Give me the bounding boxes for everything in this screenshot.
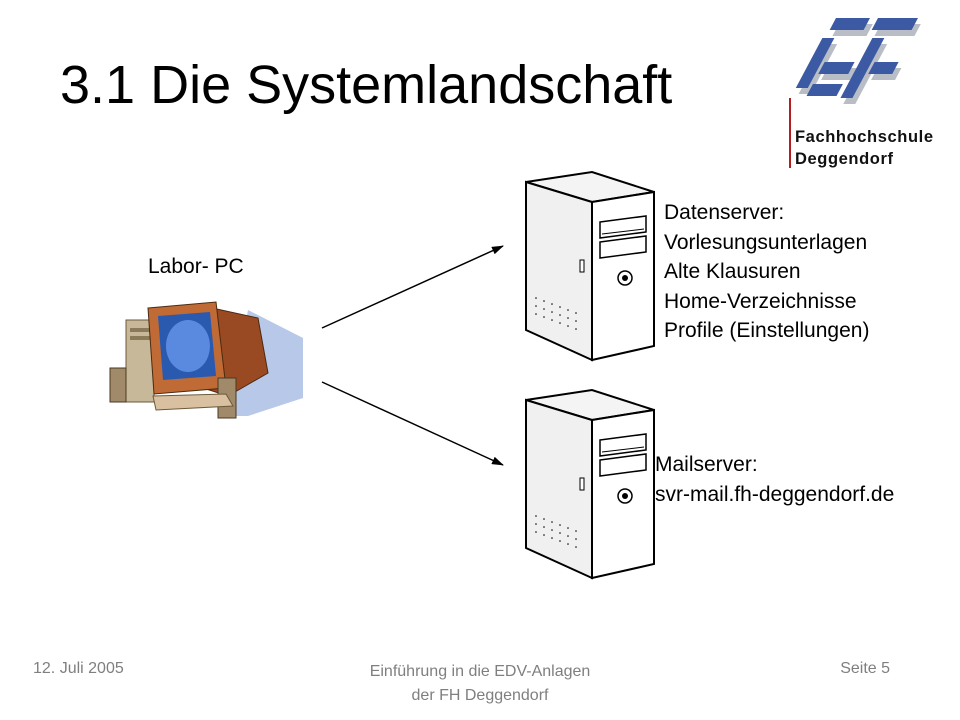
- datenserver-description: Datenserver: Vorlesungsunterlagen Alte K…: [664, 198, 869, 346]
- client-label: Labor- PC: [148, 255, 244, 278]
- datenserver-line: Vorlesungsunterlagen: [664, 230, 868, 254]
- footer-page-number: Seite 5: [840, 660, 890, 677]
- mailserver-line: svr-mail.fh-deggendorf.de: [655, 482, 895, 506]
- footer-course-line-2: der FH Deggendorf: [411, 687, 549, 704]
- footer-course-line-1: Einführung in die EDV-Anlagen: [369, 663, 591, 680]
- server-tower-icon: [525, 170, 655, 362]
- server-tower-icon: [525, 388, 655, 580]
- fhd-logo-icon: [789, 18, 921, 168]
- desktop-pc-icon: [109, 301, 303, 419]
- mailserver-line: Mailserver:: [655, 453, 758, 476]
- datenserver-line: Alte Klausuren: [664, 260, 801, 283]
- logo-line-2: Deggendorf: [795, 150, 894, 168]
- arrow-to-mailserver: [321, 381, 504, 466]
- footer-course: Einführung in die EDV-Anlagen der FH Deg…: [300, 660, 660, 708]
- mailserver-description: Mailserver: svr-mail.fh-deggendorf.de: [655, 450, 894, 509]
- arrow-to-datenserver: [321, 245, 504, 329]
- datenserver-line: Home-Verzeichnisse: [664, 289, 857, 313]
- datenserver-line: Datenserver:: [664, 201, 785, 224]
- datenserver-line: Profile (Einstellungen): [664, 319, 870, 342]
- footer-date: 12. Juli 2005: [33, 660, 124, 677]
- slide-title: 3.1 Die Systemlandschaft: [60, 55, 673, 115]
- logo-line-1: Fachhochschule: [795, 128, 934, 146]
